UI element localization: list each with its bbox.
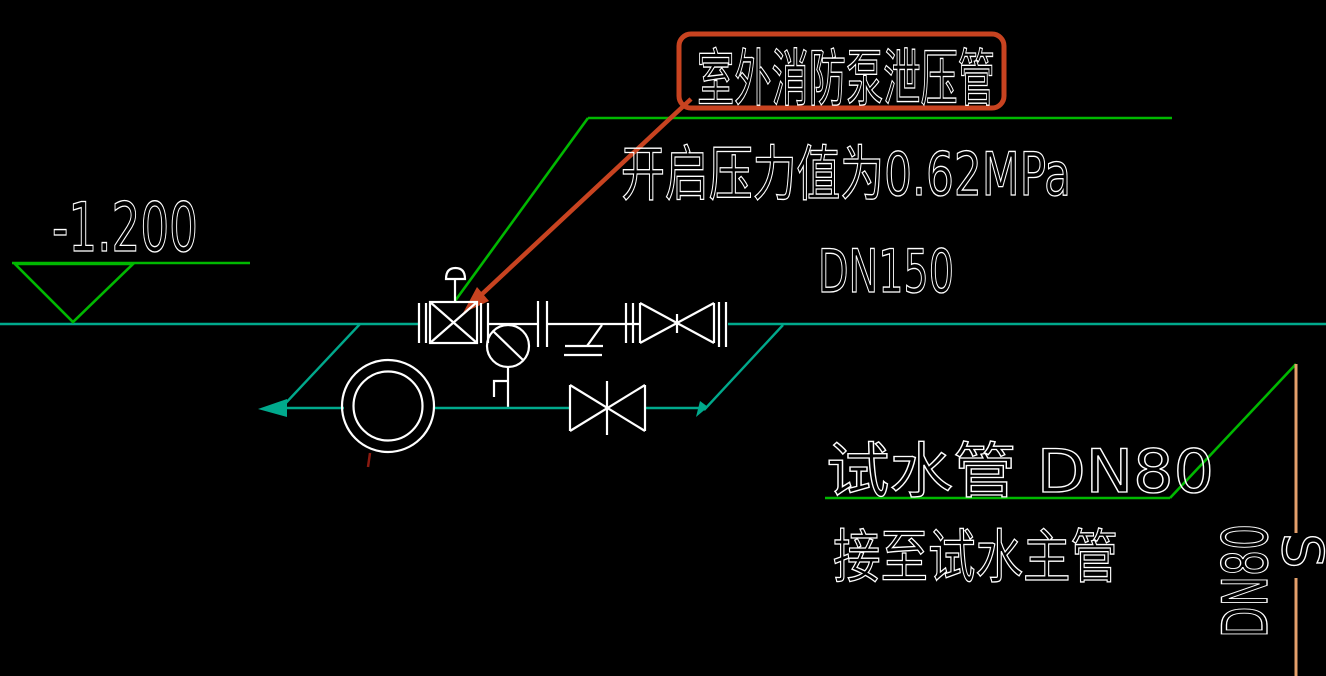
highlight-annotation: 室外消防泵泄压管 <box>463 31 1007 313</box>
relief-valve-cap-icon <box>444 266 467 281</box>
gauge-needle-icon <box>492 330 524 361</box>
branch-gate-valve-symbol <box>568 381 647 435</box>
highlight-arrowhead-icon <box>463 287 489 313</box>
main-gate-valve-symbol <box>624 302 728 347</box>
highlighted-label: 室外消防泵泄压管 <box>697 42 995 115</box>
gauge-cock-icon <box>492 379 508 397</box>
test-pipe-label: 试水管 DN80 <box>826 437 1214 507</box>
top-leader-line <box>453 116 1172 302</box>
top-leader-diagonal <box>453 117 590 302</box>
relief-valve-cross <box>429 301 478 344</box>
relief-valve-body <box>428 300 479 345</box>
pressure-relief-valve-symbol <box>417 266 490 345</box>
elevation-value: -1.200 <box>52 189 198 268</box>
highlight-leader-line <box>478 97 693 298</box>
riser-size-label: DN80 <box>1209 524 1282 638</box>
opening-pressure-note: 开启压力值为0.62MPa <box>621 140 1071 210</box>
elevation-marker: -1.200 <box>11 188 250 324</box>
branch-riser-diagonal <box>282 323 361 407</box>
test-pipe-leader-diagonal <box>1169 363 1297 499</box>
branch-return-diagonal <box>703 324 784 411</box>
elevation-triangle-icon <box>11 262 137 324</box>
test-pipe-note: 接至试水主管 <box>833 523 1118 591</box>
inner-circle <box>352 370 424 442</box>
funnel-diagonal <box>586 324 603 347</box>
red-tick-mark <box>366 452 372 468</box>
main-pipe-size-label: DN150 <box>818 237 954 307</box>
outer-circle <box>340 358 436 454</box>
branch-tick-icon <box>696 401 708 417</box>
pressure-gauge-symbol <box>485 323 531 407</box>
flow-arrowhead-icon <box>258 399 287 417</box>
flexible-joint-symbol <box>340 358 436 468</box>
riser-s-symbol: S <box>1269 533 1326 569</box>
highlight-box <box>676 31 1007 111</box>
drain-funnel-symbol <box>564 324 603 357</box>
test-pipe-leader-line <box>825 363 1297 500</box>
test-water-branch-pipe <box>258 323 784 417</box>
